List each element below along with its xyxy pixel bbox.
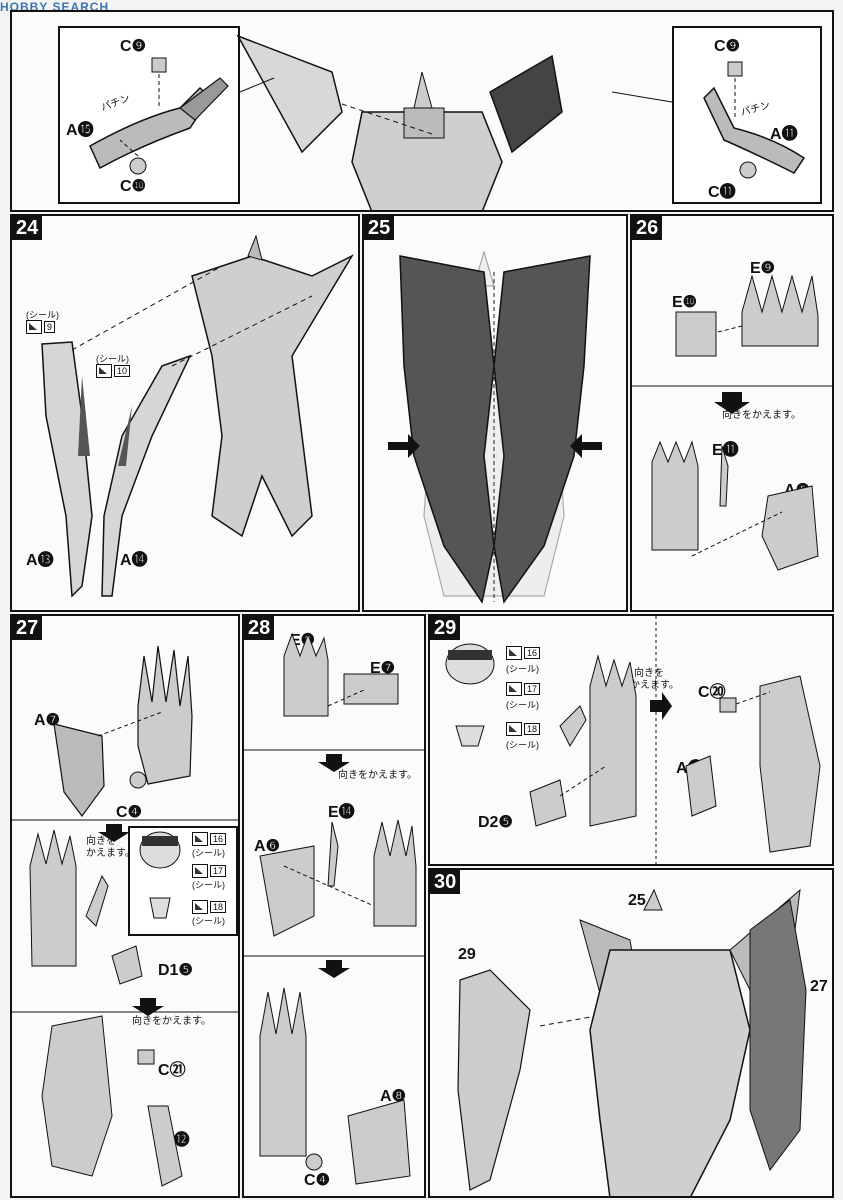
robot-final-drawing [457, 888, 807, 1196]
sticker-17: 17 [506, 682, 541, 696]
sticker-10: (シール) [96, 354, 129, 364]
part-label: E⓫ [712, 442, 739, 459]
step-26-panel: 26 E❾ E❿ 向きをかえます。 E⓫ A❺ [630, 214, 834, 612]
step-29-panel: 29 16 (シール) 17 (シール) 18 (シール) D2❺ 向きを かえ… [428, 614, 834, 866]
turn-text: かえます。 [630, 680, 679, 691]
sticker-label: (シール) [192, 848, 225, 858]
part-label: C❹ [116, 804, 142, 821]
reference-label: 29 [458, 946, 476, 963]
sticker-label: (シール) [506, 664, 539, 674]
reference-label: 27 [810, 978, 828, 995]
step-number: 30 [430, 870, 461, 894]
sticker-17: 17 [192, 864, 227, 878]
step-number: 28 [244, 616, 275, 640]
sticker-18: 18 [506, 722, 541, 736]
step-25-panel: 25 [362, 214, 628, 612]
hand-assembly-29-drawing [445, 616, 821, 864]
sticker-18: 18 [192, 900, 227, 914]
hand-fingers-drawing [632, 274, 832, 571]
part-label: C❹ [304, 1172, 330, 1189]
step-number: 25 [364, 216, 395, 240]
part-label: A⓫ [770, 126, 798, 143]
step-23-left-detail: C❾ A⓯ C❿ パチン [58, 26, 240, 204]
part-label: C㉑ [158, 1062, 186, 1079]
shoulder-part-left-drawing [89, 57, 229, 175]
sticker-detail-box: 16 (シール) 17 (シール) 18 (シール) [128, 826, 238, 936]
turn-text: 向きをかえます。 [722, 410, 801, 421]
step-28-panel: 28 E❽ E❼ 向きをかえます。 E⓮ A❻ A❽ C❹ [242, 614, 426, 1198]
sticker-9-box: 9 [26, 320, 56, 334]
sticker-9: (シール) [26, 310, 59, 320]
turn-text: 向きを [86, 836, 116, 847]
shoulder-part-right-drawing [703, 61, 806, 179]
step-number: 26 [632, 216, 663, 240]
sticker-label: (シール) [506, 740, 539, 750]
wings-and-robot-drawing [41, 234, 354, 598]
part-label: C❿ [120, 178, 146, 195]
sticker-16: 16 [192, 832, 227, 846]
part-label: A⓮ [120, 552, 148, 569]
hand-assembly-28-drawing [244, 632, 424, 1185]
reference-label: 25 [628, 892, 646, 909]
part-label: A❻ [254, 838, 280, 855]
step-30-panel: 30 25 29 27 [428, 868, 834, 1198]
turn-text: 向きをかえます。 [132, 1016, 211, 1027]
sticker-10-box: 10 [96, 364, 131, 378]
cape-wings-drawing [388, 250, 602, 604]
step-number: 24 [12, 216, 43, 240]
turn-text: 向きを [634, 668, 664, 679]
part-label: C❾ [120, 38, 146, 55]
part-label: D1❺ [158, 962, 193, 979]
step-number: 29 [430, 616, 461, 640]
part-label: A⓯ [66, 122, 94, 139]
robot-torso-drawing [236, 34, 673, 210]
hand-assembly-27-drawing [12, 645, 238, 1187]
turn-text: 向きをかえます。 [338, 770, 417, 781]
sticker-label: (シール) [506, 700, 539, 710]
part-label: E❾ [750, 260, 776, 277]
step-23-right-detail: C❾ A⓫ C⓫ パチン [672, 26, 822, 204]
step-23-panel: C❾ A⓯ C❿ パチン C❾ A⓫ C⓫ パチン [10, 10, 834, 212]
step-27-panel: 27 A❼ C❹ 向きを かえます。 16 (シール) 17 (シール) 18 … [10, 614, 240, 1198]
turn-text: かえます。 [86, 848, 135, 859]
sticker-16: 16 [506, 646, 541, 660]
sticker-label: (シール) [192, 880, 225, 890]
step-number: 27 [12, 616, 43, 640]
part-label: C⓫ [708, 184, 736, 201]
part-label: D2❺ [478, 814, 513, 831]
part-label: E❿ [672, 294, 698, 311]
part-label: C❾ [714, 38, 740, 55]
sticker-label: (シール) [192, 916, 225, 926]
part-label: A⓭ [26, 552, 54, 569]
part-label: C⑳ [698, 684, 726, 701]
head-sticker-drawing [139, 831, 181, 919]
step-24-panel: 24 (シール) 9 (シール) 10 A⓭ A⓮ [10, 214, 360, 612]
part-label: E⓮ [328, 804, 355, 821]
part-label: E❼ [370, 660, 396, 677]
